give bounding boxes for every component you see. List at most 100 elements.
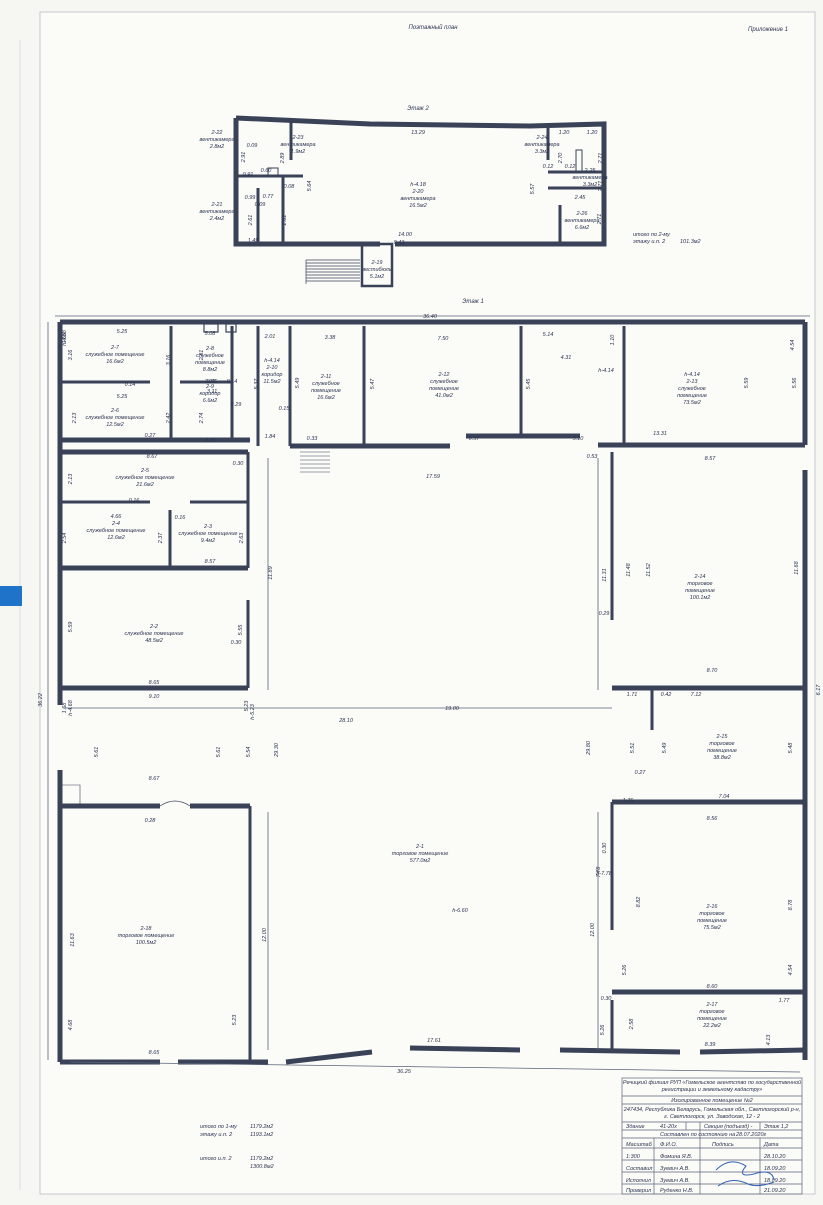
f1-dim-102: 8.65 [149,1050,161,1056]
f1-dim-43: 0.16 [175,515,187,521]
f1-dim-41: 2.13 [68,473,74,486]
f2-dim-10: 2.91 [241,152,247,164]
f1-dim-74: 29.30 [274,742,280,758]
f2-dim-14: 2.61 [282,215,288,227]
f1-dim-60: 8.57 [705,456,717,462]
signature-2 [717,1180,775,1187]
f2-dim-15: 1.49 [248,238,259,244]
f1-dim-91: 12.00 [262,927,268,942]
f2-dim-12: 5.64 [307,181,313,192]
svg-text:Здание: Здание [626,1124,645,1130]
f1-dim-16: 0.14 [227,379,238,385]
title-row-3-col-3: 18.09.20 [764,1178,786,1184]
f1-dim-44: 2.54 [62,533,68,545]
title-row-4-col-0: Проверил [626,1188,651,1194]
f1-dim-66: 8.70 [707,668,719,674]
f1-dim-96: 5.26 [600,1024,606,1036]
f1-dim-77: 5.49 [662,743,668,754]
f1-dim-52: 8.65 [149,680,161,686]
address-line-2: г. Светлогорск, ул. Заводская, 12 - 2 [664,1114,760,1120]
f2-dim-6: 0.99 [245,195,256,201]
f2-dim-7: 0.77 [263,194,275,200]
blue-tape-mark [0,586,22,606]
f1-dim-22: 5.49 [295,378,301,389]
f1-dim-36: 5.56 [792,377,798,389]
f1-dim-94: 8.60 [707,984,719,990]
f1-dim-54: 5.23 [244,700,250,712]
f2-dim-25: 2.71 [597,214,603,226]
f1-dim-3: 3.16 [68,349,74,361]
f1-dim-81: 0.28 [145,818,157,824]
f1-dim-62: 11.48 [626,562,632,576]
f1-dim-17: 0.29 [231,402,242,408]
f1-dim-48: 11.89 [268,566,274,579]
f1-dim-53: 9.10 [149,694,161,700]
f1-dim-55: 28.10 [338,718,354,724]
f1-dim-79: 0.27 [635,770,647,776]
title-row-0-col-3: Дата [763,1142,779,1148]
f1-dim-92: 5.26 [622,964,628,976]
f1-dim-31: 5.10 [573,436,585,442]
org-line-1: Речицкий филиал РУП «Гомельское агентств… [623,1079,801,1086]
floor-2-title: Этаж 2 [407,106,429,112]
svg-text:41-20х: 41-20х [660,1124,677,1130]
f1-dim-26: 5.47 [370,378,376,390]
address-line-1: 247434, Республика Беларусь, Гомельская … [623,1106,800,1113]
f1-dim-84: 8.56 [707,816,719,822]
f1-dim-18: 2.01 [264,334,276,340]
f1-dim-58: 36.22 [38,693,44,707]
document-title: Изолированное помещение №2 [671,1098,753,1104]
f1-dim-4: 2.13 [72,412,78,425]
f1-dim-98: 1.77 [779,998,791,1004]
org-line-2: регистрации и земельному кадастру» [661,1087,763,1093]
signature [715,1161,775,1181]
f1-dim-51: 0.30 [231,640,243,646]
f1-dim-11: 5.08 [205,331,217,337]
f1-dim-61: 11.31 [602,568,608,581]
f2-dim-20: 0.12 [565,164,576,170]
f1-dim-42: 0.16 [129,498,141,504]
f1-dim-63: 11.52 [646,563,652,576]
floor-1-dimensions: 36.405.255.253.162.130.140.273.153.153.1… [38,314,822,1075]
f1-height-dim-5: h-7.78 [596,871,613,877]
f1-dim-27: 0.57 [469,436,481,442]
f1-dim-88: 8.78 [788,899,794,911]
appendix-label: Приложение 1 [748,27,788,33]
f1-dim-21: 3.38 [325,335,337,341]
title-row-4-col-3: 21.09.20 [763,1188,786,1194]
title-row-2-col-3: 18.09.20 [764,1166,786,1172]
f2-dim-0: 13.29 [411,130,425,136]
f1-dim-0: 36.40 [423,314,438,320]
svg-text:Секция (подъезд) -: Секция (подъезд) - [704,1124,753,1130]
sheet-title: Поэтажный план [408,24,458,31]
title-row-4-col-1: Руденко Н.В. [660,1188,693,1194]
f1-dim-5: 0.14 [125,382,136,388]
f1-dim-67: 1.71 [627,692,638,698]
f1-dim-86: 7.78 [596,866,602,878]
f1-dim-20: 1.84 [265,434,276,440]
f1-dim-105: 36.25 [397,1069,412,1075]
f1-dim-71: 5.61 [94,747,100,758]
f1-dim-24: 0.33 [307,436,319,442]
floor-1-total: итого по 1-му этажу и.п. 2 1179.2м2 1193… [200,1124,275,1138]
f1-dim-101: 5.23 [232,1014,238,1026]
f1-dim-73: 5.54 [246,747,252,758]
f1-dim-70: 6.17 [816,684,822,696]
